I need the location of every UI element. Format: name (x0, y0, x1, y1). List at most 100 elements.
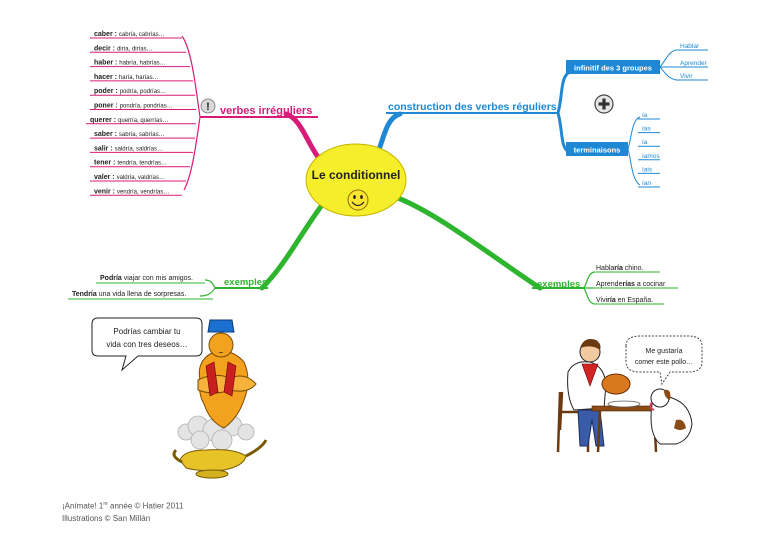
terminaison-item: ían (642, 180, 651, 187)
irregular-verb-forms: querría, querrías… (118, 118, 168, 124)
irregular-verb-item: haber : habría, habrías… (94, 60, 166, 67)
dog-speech-bubble (625, 335, 703, 386)
irregular-verbs-group: caber : cabría, cabrías… decir : diría, d… (86, 31, 312, 196)
irregular-verb-item: hacer : haría, harías… (94, 74, 159, 81)
irregular-verb-name: poner (94, 103, 114, 110)
roast-chicken (601, 373, 631, 395)
irregular-verb-separator: : (111, 45, 117, 52)
irregular-verb-name: salir (94, 145, 109, 152)
irregular-verb-separator: : (112, 117, 118, 124)
irregular-verb-forms: tendría, tendrías… (117, 161, 167, 167)
warning-icon: ! (200, 98, 216, 114)
genie-vest (205, 361, 237, 397)
irregular-verb-name: caber (94, 31, 113, 38)
irregular-verb-name: haber (94, 60, 113, 67)
example-right-1: Hablaría chino. (596, 265, 644, 272)
irregular-verb-item: poder : podría, podrías… (94, 88, 166, 95)
infinitif-label: infinitif des 3 groupes (574, 64, 652, 73)
example-left-2: Tendría una vida llena de sorpresas. (72, 291, 186, 298)
center-title: Le conditionnel (312, 168, 401, 182)
infinitif-item: Aprender (680, 60, 708, 67)
branch-examples-right-connector (395, 195, 543, 291)
dog-spot (674, 419, 686, 430)
irregular-verb-item: poner : pondría, pondrías… (94, 103, 173, 110)
genie-bubble-line-1: Podrías cambiar tu (113, 327, 180, 336)
examples-right-fork (583, 271, 595, 305)
terminaisons-box (566, 142, 628, 156)
irregular-verb-separator: : (111, 160, 117, 167)
irregular-verb-name: valer (94, 174, 111, 181)
irregular-verb-forms: valdría, valdrías… (117, 175, 165, 181)
irregular-verb-separator: : (108, 145, 114, 152)
infinitif-spine (659, 49, 677, 81)
irregular-verb-item: valer : valdría, valdrías… (94, 174, 165, 181)
table-scene-illustration: Me gustaría comer este pollo… (556, 335, 703, 453)
irregular-verb-name: hacer (94, 74, 113, 81)
dog-ear (664, 389, 671, 400)
irregular-verb-forms: haría, harías… (119, 75, 159, 81)
irregular-verb-separator: : (113, 31, 119, 38)
examples-left-group: exemples Podría viajar con mis amigos. T… (68, 275, 267, 300)
branch-label-irregular: verbes irréguliers (220, 105, 312, 117)
regular-fork (556, 70, 571, 154)
terminaison-item: ías (642, 126, 651, 133)
infinitif-box (566, 60, 660, 74)
branch-label-examples-left: exemples (224, 277, 267, 288)
genie-bubble-line-2: vida con tres deseos… (106, 340, 187, 349)
irregular-verb-separator: : (113, 74, 119, 81)
examples-right-group: exemples Hablaría chino. Aprenderías a c… (537, 265, 678, 305)
irregular-verb-item: decir : diría, dirías… (94, 45, 153, 52)
regular-construction-group: construction des verbes réguliers infini… (388, 43, 708, 188)
irregular-verb-name: tener (94, 160, 111, 167)
irregular-verb-forms: cabría, cabrías… (119, 32, 165, 38)
irregular-verb-forms: vendría, vendrías… (117, 189, 169, 195)
irregular-verb-item: querer : querría, querrías… (90, 117, 168, 124)
plate (607, 400, 641, 408)
branch-irregular-connector (283, 111, 321, 160)
terminaison-item: ía (642, 139, 648, 146)
genie-hat (207, 319, 235, 333)
smiley-icon (347, 189, 369, 211)
irregular-verb-forms: diría, dirías… (117, 46, 153, 52)
irregular-verb-item: tener : tendría, tendrías… (94, 160, 167, 167)
svg-text:!: ! (206, 101, 210, 113)
table-legs (596, 410, 658, 453)
irregular-verb-name: decir (94, 45, 111, 52)
dog-tongue (649, 401, 655, 411)
example-right-3: Viviría en España. (596, 297, 653, 304)
magic-lamp (172, 439, 268, 479)
man-napkin (581, 363, 599, 387)
footer-line-1: ¡Anímate! 1re année © Hatier 2011 (62, 501, 184, 511)
irregular-verb-forms: habría, habrías… (119, 61, 165, 67)
terminaison-item: íamos (642, 153, 660, 160)
dog-bubble-line-2: comer este pollo… (635, 359, 693, 366)
irregular-verb-item: saber : sabría, sabrías… (94, 131, 165, 138)
irregular-verb-forms: saldría, saldrías… (115, 146, 163, 152)
irregular-verb-separator: : (111, 188, 117, 195)
irregular-verb-name: querer (90, 117, 112, 124)
irregular-verb-separator: : (113, 131, 119, 138)
irregular-verb-forms: podría, podrías… (120, 89, 166, 95)
terminaison-item: ía (642, 112, 648, 119)
terminaisons-label: terminaisons (574, 146, 621, 155)
genie-head (208, 332, 234, 358)
center-ellipse (305, 143, 407, 217)
terminaison-item: íais (642, 166, 653, 173)
infinitif-item: Hablar (680, 43, 700, 50)
irregular-verb-name: poder (94, 88, 114, 95)
examples-left-fork (199, 279, 216, 297)
irregular-verb-separator: : (113, 103, 119, 110)
irregular-verb-forms: pondría, pondrías… (120, 104, 173, 110)
chair (556, 391, 590, 453)
irregular-verb-separator: : (113, 88, 119, 95)
irregular-verb-item: caber : cabría, cabrías… (94, 31, 165, 38)
irregular-verb-item: salir : saldría, saldrías… (94, 145, 163, 152)
footer-line-2: Illustrations © San Millán (62, 514, 151, 523)
irregular-verb-separator: : (113, 60, 119, 67)
genie-speech-bubble (91, 317, 203, 372)
genie-mustache (212, 350, 230, 353)
irregular-verb-name: venir (94, 188, 111, 195)
man-hair (580, 339, 601, 350)
